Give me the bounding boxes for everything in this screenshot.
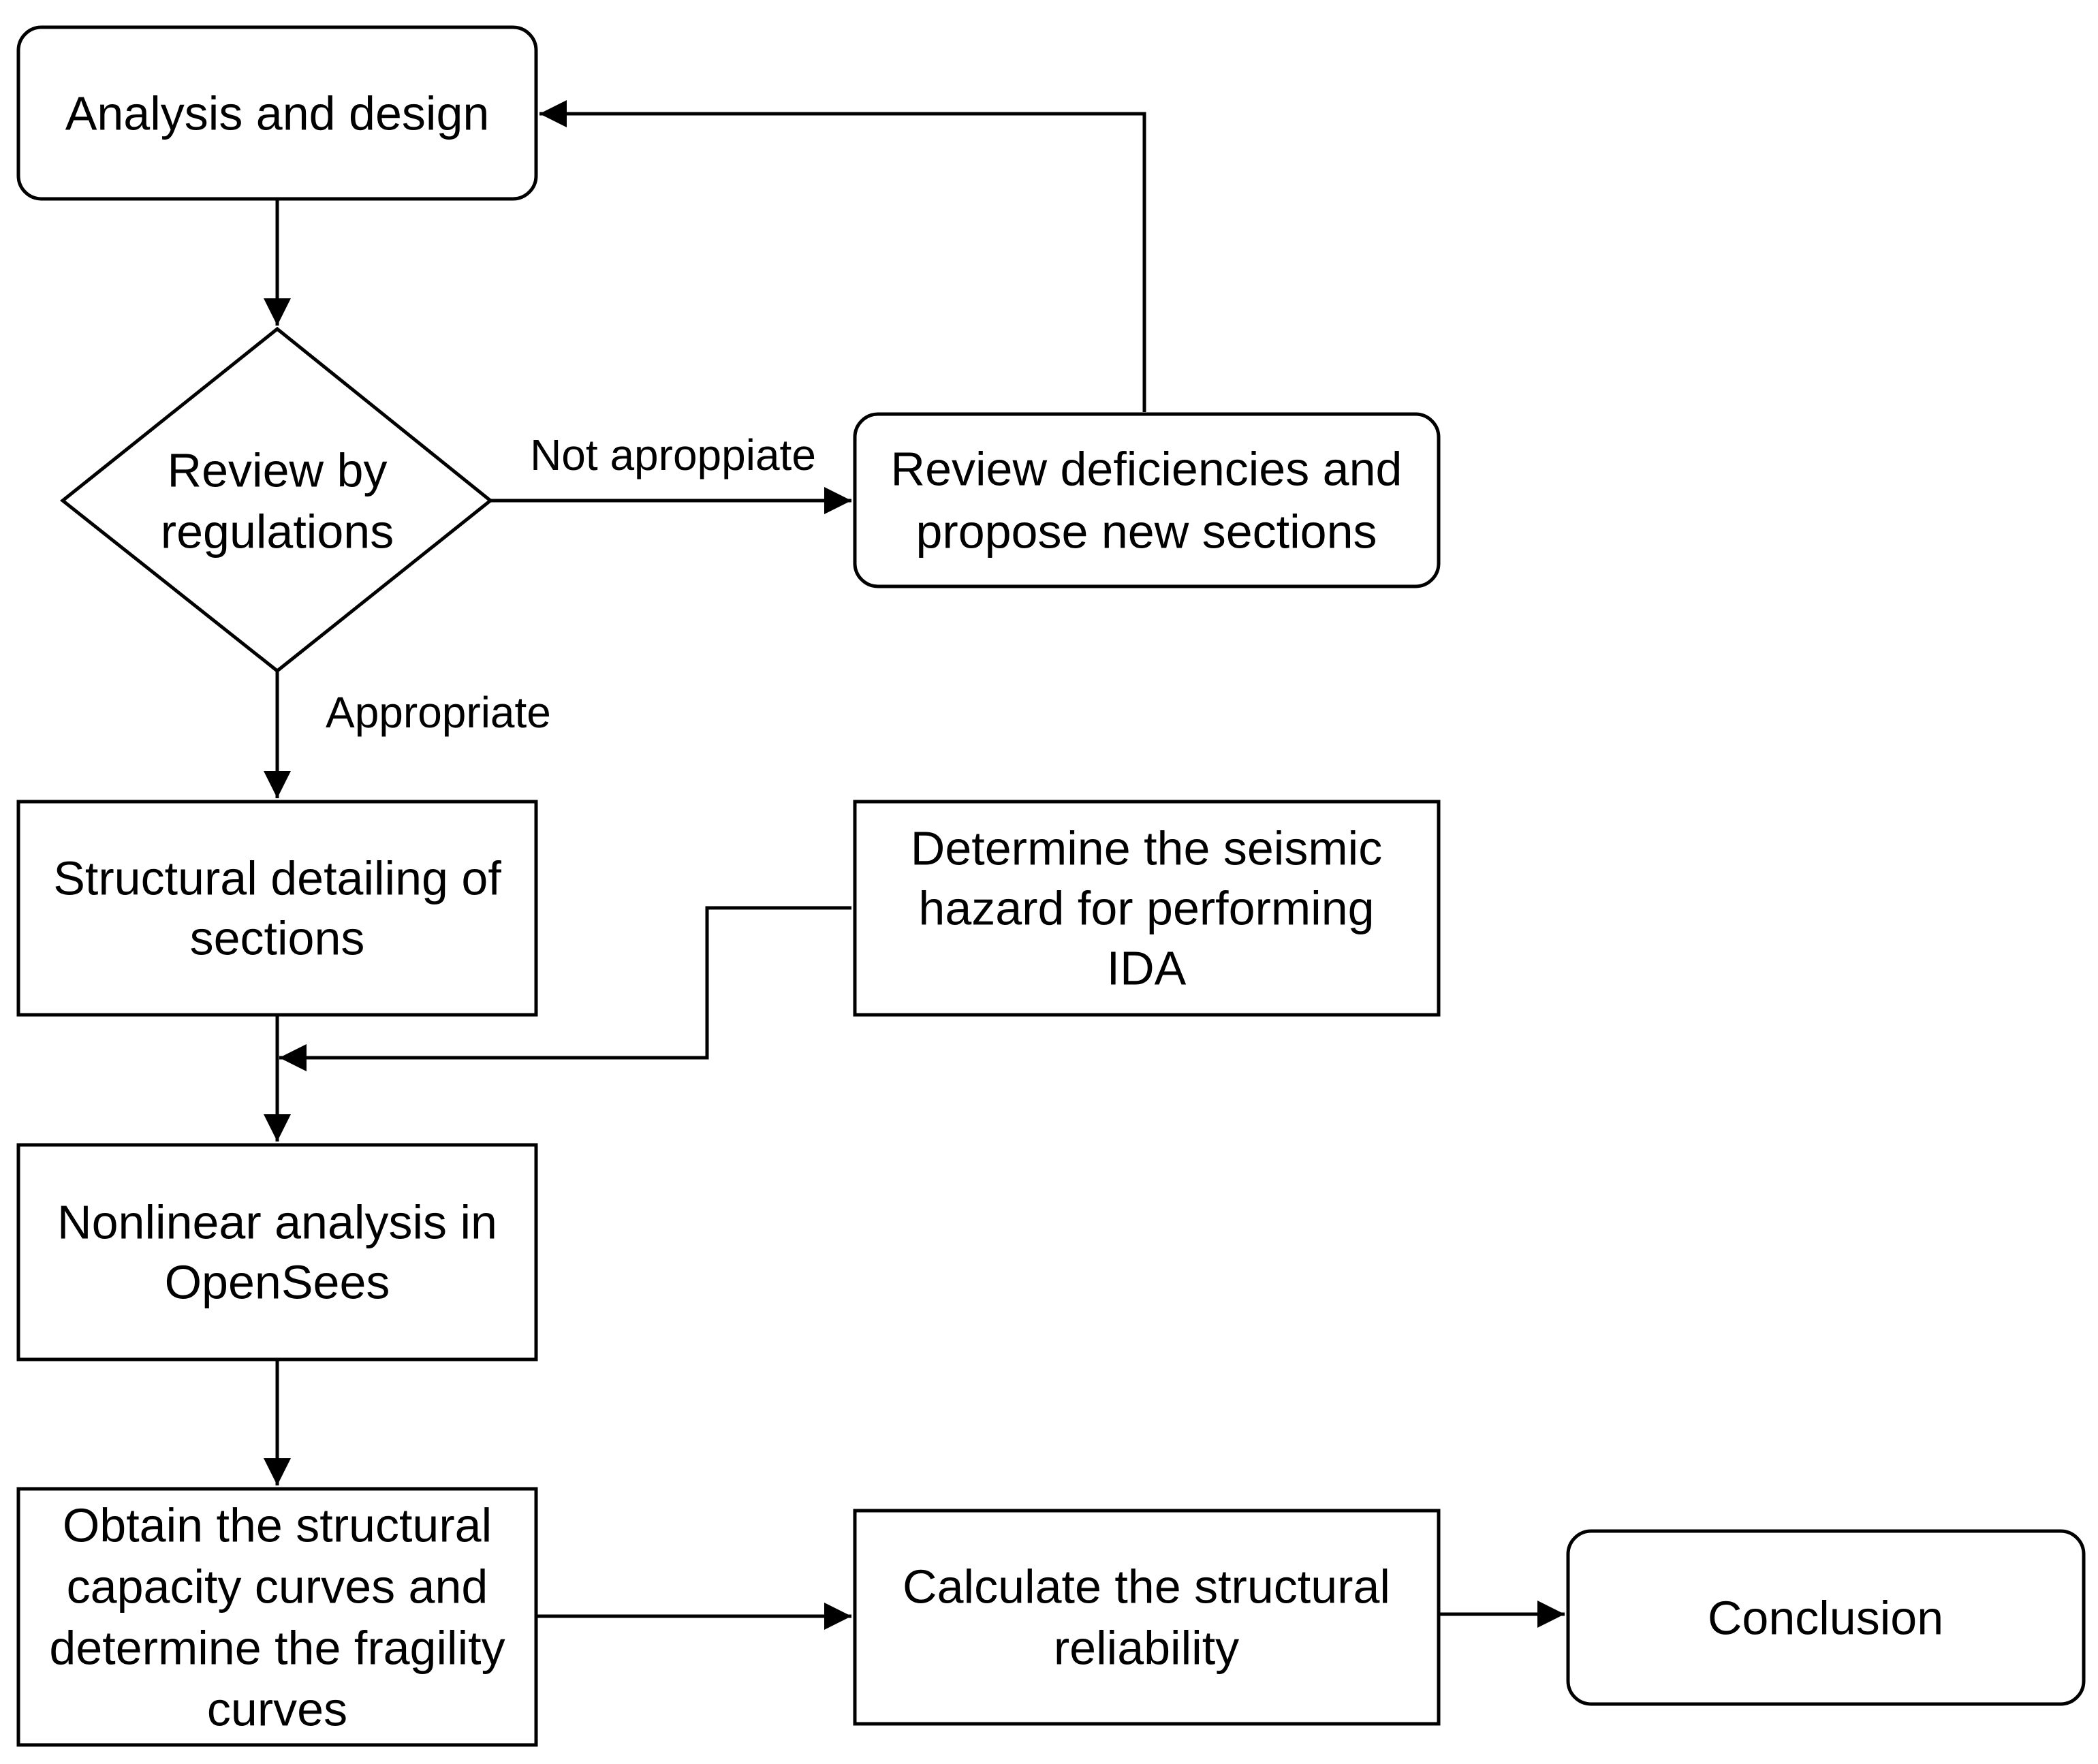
- capacity-curves-line: capacity curves and: [67, 1560, 488, 1613]
- structural-detailing-line: Structural detailing of: [53, 852, 501, 905]
- node-review-regulations: Review by regulations: [59, 326, 493, 674]
- seismic-hazard-line: Determine the seismic: [911, 822, 1382, 875]
- node-reliability: Calculate the structural reliability: [853, 1509, 1441, 1726]
- review-regulations-line: Review by: [168, 444, 388, 497]
- nonlinear-analysis-line: OpenSees: [165, 1256, 390, 1309]
- node-nonlinear-analysis: Nonlinear analysis in OpenSees: [16, 1143, 538, 1361]
- node-reliability-text: Calculate the structural reliability: [903, 1560, 1390, 1675]
- node-analysis-design-text: Analysis and design: [65, 87, 490, 140]
- node-analysis-design: Analysis and design: [16, 25, 538, 201]
- seismic-hazard-line: hazard for performing: [918, 882, 1374, 935]
- node-capacity-curves: Obtain the structural capacity curves and…: [16, 1487, 538, 1747]
- capacity-curves-line: curves: [207, 1683, 347, 1736]
- edge-hazard-to-merge: [279, 906, 851, 1071]
- review-deficiencies-line: propose new sections: [915, 505, 1377, 558]
- reliability-line: Calculate the structural: [903, 1560, 1390, 1613]
- nonlinear-analysis-line: Nonlinear analysis in: [57, 1196, 497, 1249]
- capacity-curves-line: determine the fragility: [49, 1622, 505, 1675]
- node-seismic-hazard: Determine the seismic hazard for performi…: [853, 800, 1441, 1017]
- review-regulations-line: regulations: [161, 505, 394, 558]
- reliability-line: reliability: [1054, 1622, 1239, 1675]
- node-capacity-curves-text: Obtain the structural capacity curves and…: [49, 1499, 505, 1736]
- edge-label-not-appropriate: Not aproppiate: [530, 430, 816, 479]
- node-structural-detailing-text: Structural detailing of sections: [53, 852, 501, 965]
- node-seismic-hazard-text: Determine the seismic hazard for performi…: [911, 822, 1382, 995]
- node-nonlinear-analysis-text: Nonlinear analysis in OpenSees: [57, 1196, 497, 1309]
- node-conclusion: Conclusion: [1566, 1529, 2086, 1706]
- edge-deficiencies-to-design: [539, 100, 1146, 412]
- node-structural-detailing: Structural detailing of sections: [16, 800, 538, 1017]
- seismic-hazard-line: IDA: [1107, 942, 1187, 995]
- review-deficiencies-line: Review deficiencies and: [891, 443, 1403, 496]
- conclusion-line: Conclusion: [1708, 1592, 1943, 1645]
- node-review-regulations-text: Review by regulations: [161, 444, 394, 558]
- capacity-curves-line: Obtain the structural: [63, 1499, 492, 1552]
- node-review-deficiencies: Review deficiencies and propose new secti…: [853, 412, 1441, 588]
- node-conclusion-text: Conclusion: [1708, 1592, 1943, 1645]
- analysis-design-line: Analysis and design: [65, 87, 490, 140]
- edge-label-appropriate: Appropriate: [326, 688, 551, 737]
- structural-detailing-line: sections: [190, 912, 365, 965]
- node-review-deficiencies-text: Review deficiencies and propose new secti…: [891, 443, 1403, 558]
